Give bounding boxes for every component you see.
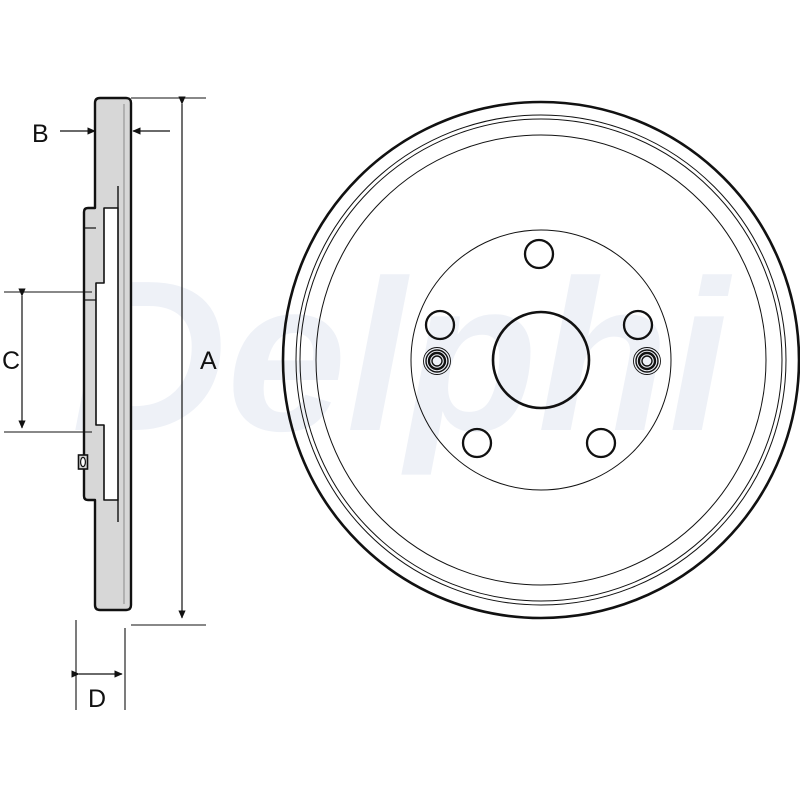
wheel-bolt-hole-group [424,238,654,459]
braking-surface-circle [315,134,767,586]
wheel-bolt-hole [585,427,617,459]
dimension-D-label: D [88,685,106,713]
retaining-screw-hole-ring-inner [427,351,447,371]
retaining-screw-hole-bore [431,355,443,367]
retaining-screw-hole-ring-outer [423,347,451,375]
retaining-screw-boss-section [77,454,89,470]
wheel-bolt-hole [424,309,456,341]
retaining-screw-hole-ring-mid [635,349,659,373]
dimension-A: A [131,96,217,626]
dimension-D: D [71,620,126,713]
disc-section-hat-cavity [95,207,119,501]
friction-ring-inner-circle [299,118,783,602]
dimension-C: C [2,288,92,433]
dimension-C-label: C [2,347,20,375]
front-view [281,100,800,620]
outer-edge-circle [281,100,800,620]
retaining-screw-hole-right [633,347,661,375]
cross-section-view [77,96,133,612]
retaining-screw-hole-ring-inner [637,351,657,371]
centre-bore-circle [491,310,591,410]
friction-ring-outer-circle [295,114,787,606]
dimension-B: B [32,120,170,148]
dimension-A-label: A [200,347,217,375]
retaining-screw-hole-bore [641,355,653,367]
wheel-bolt-hole [622,309,654,341]
hub-flange-circle [410,229,672,491]
retaining-screw-hole-ring-mid [425,349,449,373]
dimension-B-label: B [32,120,49,148]
wheel-bolt-hole [523,238,555,270]
wheel-bolt-hole [461,427,493,459]
retaining-screw-hole-ring-outer [633,347,661,375]
retaining-screw-hole-left [423,347,451,375]
